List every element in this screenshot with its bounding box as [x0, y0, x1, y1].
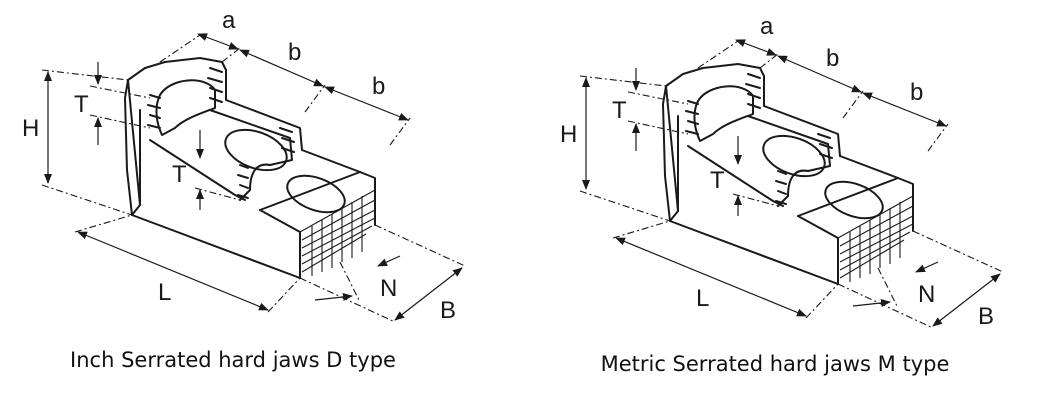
dim-L-arrow [77, 231, 269, 311]
label-T-top: T [74, 91, 89, 118]
label-B: B [978, 303, 994, 330]
label-b2: b [910, 79, 923, 106]
label-N: N [380, 275, 397, 302]
dim-L-arrow [615, 237, 807, 317]
figure-inch-d-type: a b b H T T L N B Inch Serrated hard jaw… [22, 7, 466, 372]
caption-inch: Inch Serrated hard jaws D type [70, 348, 396, 372]
dim-b2-arrow [324, 86, 409, 121]
dim-b2-arrow [862, 92, 947, 127]
dim-a-arrow [735, 39, 777, 56]
jaw-drawing-inch: a b b H T T L N B [22, 7, 466, 324]
label-L: L [158, 279, 171, 306]
dim-a-arrow [197, 33, 239, 50]
jaw-drawing-metric: a b b H T T L N B [560, 13, 1004, 330]
label-H: H [22, 115, 39, 142]
label-a: a [222, 7, 236, 34]
dimensions [41, 33, 466, 323]
label-b1: b [288, 39, 301, 66]
dimensions [579, 39, 1004, 329]
label-a: a [760, 13, 774, 40]
label-T-mid: T [172, 161, 187, 188]
label-H: H [560, 121, 577, 148]
dim-b1-arrow [777, 55, 862, 93]
label-T-top: T [612, 97, 627, 124]
label-b1: b [826, 45, 839, 72]
dim-B-arrow [932, 273, 1001, 327]
label-L: L [696, 285, 709, 312]
label-B: B [440, 297, 456, 324]
jaw-body [662, 63, 914, 285]
dim-B-arrow [394, 267, 463, 321]
label-N: N [918, 281, 935, 308]
caption-metric: Metric Serrated hard jaws M type [600, 352, 950, 376]
jaw-body [124, 57, 376, 279]
label-T-mid: T [710, 167, 725, 194]
figure-metric-m-type: a b b H T T L N B Metric Serrated hard j… [530, 0, 1060, 411]
dim-b1-arrow [239, 49, 324, 87]
label-b2: b [372, 73, 385, 100]
